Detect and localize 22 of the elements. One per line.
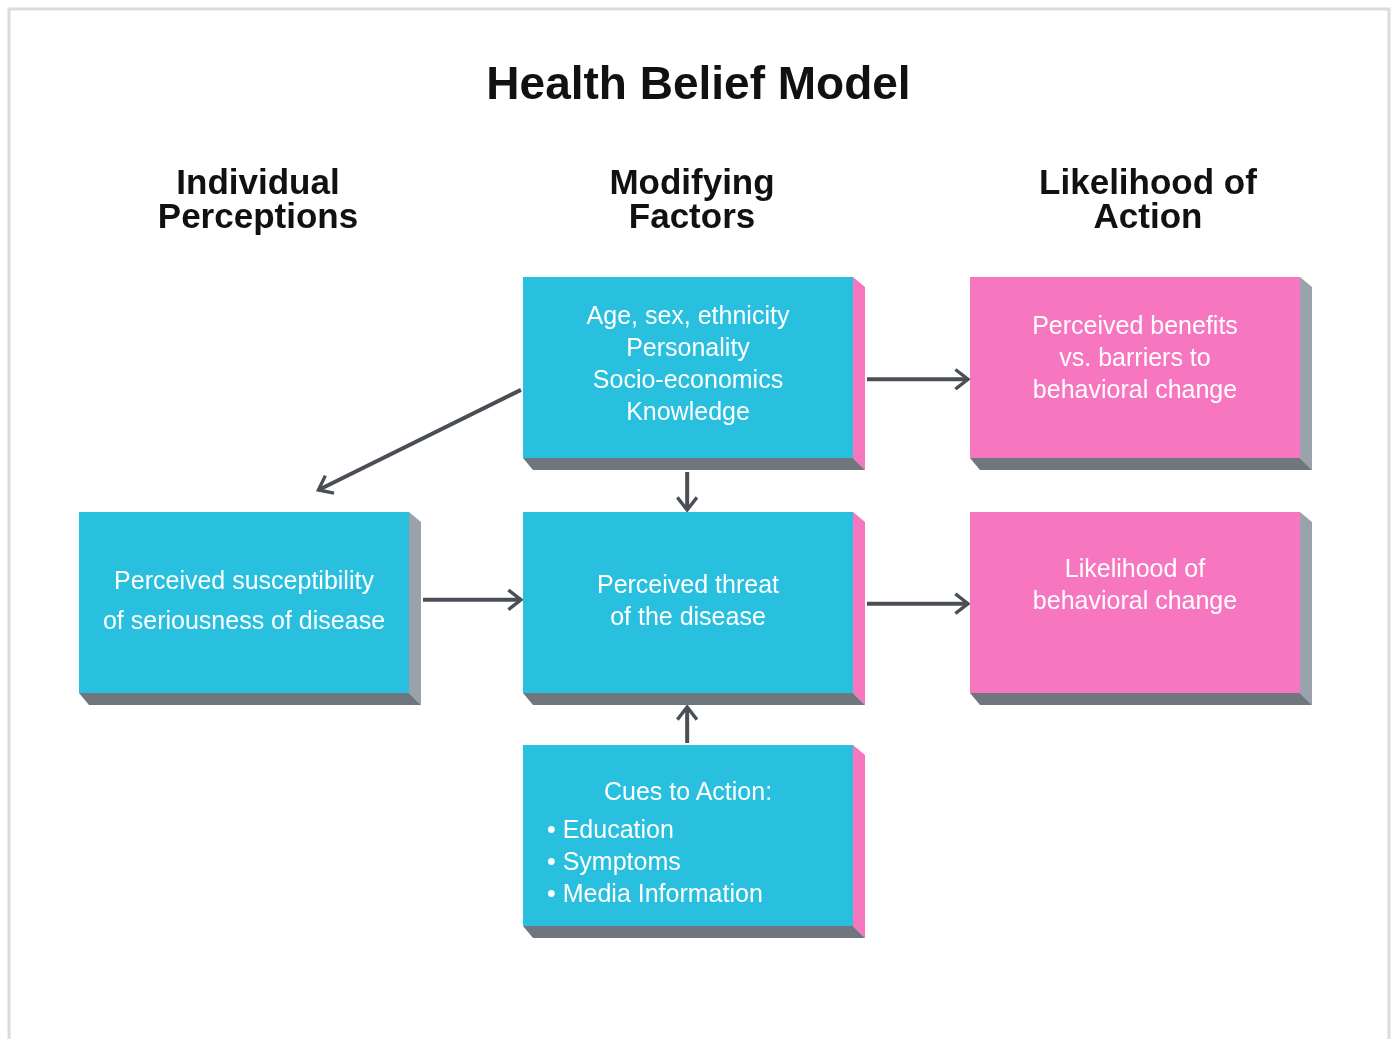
box-text: Perceived susceptibility of seriousness of disease xyxy=(101,565,387,636)
column-heading: Individual Perceptions xyxy=(156,165,360,233)
bullet-item: • Media Information xyxy=(547,878,764,909)
box-text: Perceived benefits vs. barriers to behavioral change xyxy=(1031,310,1239,405)
arrow xyxy=(675,472,699,512)
bullet-item: • Symptoms xyxy=(547,846,682,877)
bullet-item: • Education xyxy=(547,814,675,845)
arrow xyxy=(423,588,523,612)
column-heading: Modifying Factors xyxy=(608,165,776,233)
box-text: Socio-economics xyxy=(591,364,785,395)
arrow xyxy=(867,592,970,616)
arrow xyxy=(316,388,522,495)
box-text: Age, sex, ethnicity xyxy=(585,300,791,331)
arrow xyxy=(867,367,970,391)
box-text: Knowledge xyxy=(625,396,751,427)
box-text: Perceived threat of the disease xyxy=(595,569,780,632)
box-text: Personality xyxy=(625,332,751,363)
arrow xyxy=(675,705,699,743)
box-text: Likelihood of behavioral change xyxy=(1031,553,1239,616)
box-heading: Cues to Action: xyxy=(602,776,774,807)
diagram-title: Health Belief Model xyxy=(485,56,912,110)
column-heading: Likelihood of Action xyxy=(1038,165,1258,233)
